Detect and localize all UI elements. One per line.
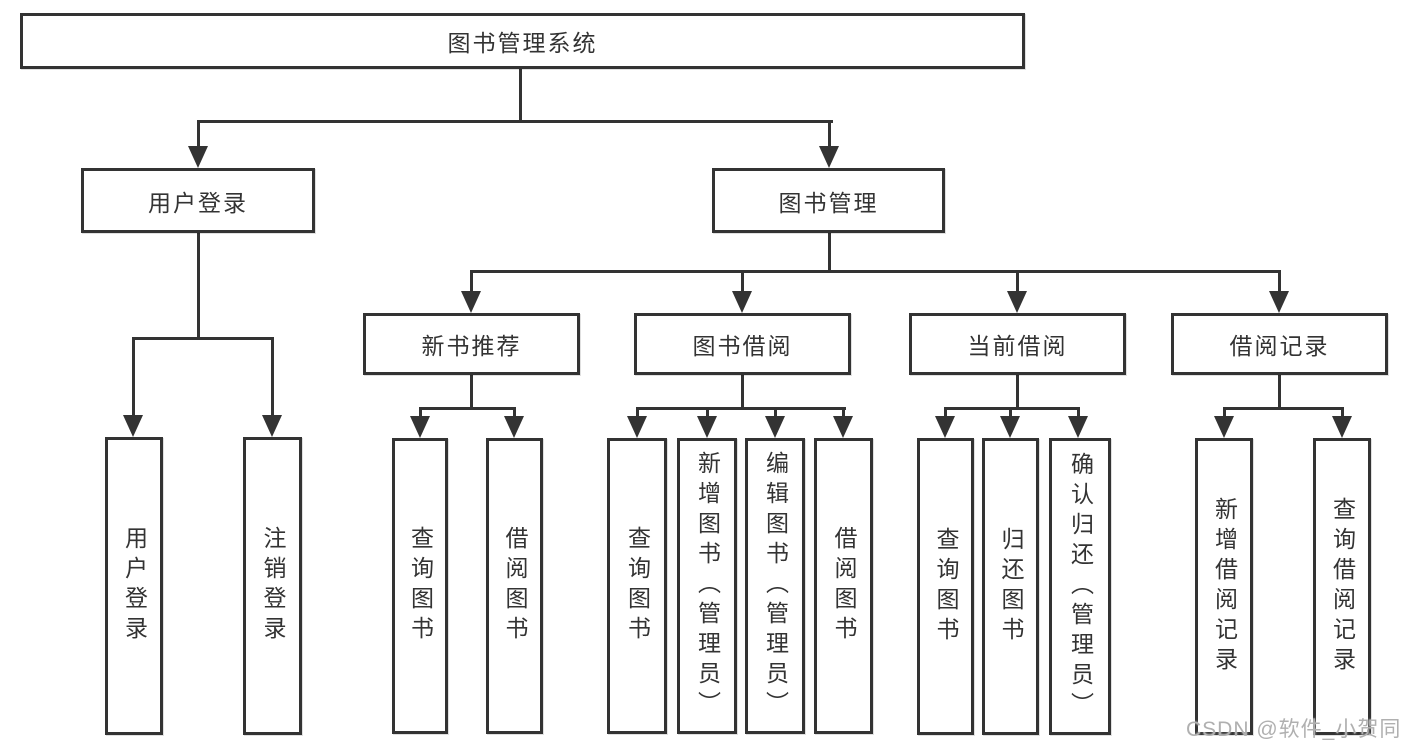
arrowhead-br-query: [1332, 416, 1352, 438]
arrowhead-cb-confirm: [1068, 416, 1088, 438]
connector-level2-rail: [197, 120, 833, 123]
arrowhead-current-borrow: [1007, 291, 1027, 313]
arrowhead-nb-borrow: [504, 416, 524, 438]
arrowhead-nb-query: [410, 416, 430, 438]
leaf-logout: 注销登录: [243, 437, 302, 735]
arrowhead-bb-query: [627, 416, 647, 438]
connector-drop-bb-query: [636, 407, 639, 418]
leaf-bb-edit-books-admin: 编辑图书（管理员）: [745, 438, 805, 734]
arrowhead-book-borrow: [732, 291, 752, 313]
leaf-cb-return-books: 归还图书: [982, 438, 1039, 735]
node-user-login: 用户登录: [81, 168, 315, 233]
connector-drop-cb-return: [1009, 407, 1012, 418]
node-new-book-recommend: 新书推荐: [363, 313, 580, 375]
connector-user-login-stem: [197, 232, 200, 338]
leaf-br-add-record-label: 新增借阅记录: [1211, 496, 1238, 677]
node-new-book-recommend-label: 新书推荐: [421, 333, 522, 359]
leaf-bb-borrow-books-label: 借阅图书: [831, 526, 857, 646]
arrowhead-login-leaf: [123, 415, 143, 437]
leaf-cb-confirm-return-admin-label: 确认归还（管理员）: [1067, 451, 1094, 722]
connector-drop-nb-query: [419, 407, 422, 418]
csdn-watermark: CSDN @软件_小贺同学: [1186, 718, 1402, 741]
leaf-cb-return-books-label: 归还图书: [998, 526, 1024, 647]
connector-drop-br-query: [1341, 407, 1344, 418]
leaf-user-login: 用户登录: [105, 437, 163, 735]
node-borrow-records: 借阅记录: [1171, 313, 1388, 375]
connector-current-borrow-stem: [1016, 374, 1019, 408]
node-borrow-records-label: 借阅记录: [1229, 333, 1330, 359]
arrowhead-borrow-records: [1269, 291, 1289, 313]
connector-book-mgmt-stem: [828, 232, 831, 272]
arrowhead-cb-query: [935, 416, 955, 438]
node-user-login-label: 用户登录: [148, 189, 248, 216]
arrowhead-br-add: [1214, 416, 1234, 438]
leaf-bb-add-books-admin: 新增图书（管理员）: [677, 438, 737, 734]
connector-drop-user-login: [197, 120, 200, 148]
connector-drop-logout-leaf: [271, 337, 274, 415]
leaf-br-add-record: 新增借阅记录: [1195, 438, 1253, 735]
leaf-nb-query-books-label: 查询图书: [407, 526, 434, 646]
leaf-logout-label: 注销登录: [260, 526, 286, 646]
node-book-borrow: 图书借阅: [634, 313, 851, 375]
connector-drop-br-add: [1223, 407, 1226, 418]
connector-drop-book-mgmt: [828, 120, 831, 148]
arrowhead-cb-return: [1000, 416, 1020, 438]
connector-level3-rail: [470, 270, 1281, 273]
arrowhead-user-login: [188, 146, 208, 168]
connector-book-borrow-stem: [741, 374, 744, 408]
connector-root-stem: [519, 68, 522, 123]
connector-drop-borrow-records: [1278, 270, 1281, 293]
leaf-cb-query-books: 查询图书: [917, 438, 974, 735]
leaf-nb-query-books: 查询图书: [392, 438, 448, 734]
leaf-cb-query-books-label: 查询图书: [933, 526, 959, 647]
connector-drop-cb-query: [944, 407, 947, 418]
connector-current-borrow-rail: [944, 407, 1080, 410]
connector-book-borrow-rail: [636, 407, 846, 410]
connector-drop-bb-add: [706, 407, 709, 418]
arrowhead-new-book: [461, 291, 481, 313]
node-book-mgmt-label: 图书管理: [778, 189, 879, 216]
leaf-bb-edit-books-admin-label: 编辑图书（管理员）: [762, 451, 789, 721]
leaf-bb-query-books: 查询图书: [607, 438, 667, 734]
node-book-mgmt: 图书管理: [712, 168, 945, 233]
leaf-nb-borrow-books-label: 借阅图书: [502, 526, 528, 646]
arrowhead-book-mgmt: [819, 146, 839, 168]
leaf-bb-add-books-admin-label: 新增图书（管理员）: [694, 451, 721, 721]
connector-drop-bb-edit: [774, 407, 777, 418]
leaf-bb-query-books-label: 查询图书: [624, 526, 651, 646]
connector-drop-current-borrow: [1016, 270, 1019, 293]
leaf-br-query-record: 查询借阅记录: [1313, 438, 1371, 735]
arrowhead-bb-add: [697, 416, 717, 438]
connector-borrow-records-stem: [1278, 374, 1281, 408]
connector-drop-login-leaf: [132, 337, 135, 415]
node-root-system: 图书管理系统: [20, 13, 1025, 69]
connector-drop-bb-borrow: [842, 407, 845, 418]
connector-new-book-rail: [419, 407, 516, 410]
arrowhead-bb-borrow: [833, 416, 853, 438]
connector-new-book-stem: [470, 374, 473, 408]
leaf-br-query-record-label: 查询借阅记录: [1329, 496, 1356, 677]
arrowhead-bb-edit: [765, 416, 785, 438]
node-current-borrow-label: 当前借阅: [967, 333, 1068, 359]
connector-drop-new-book: [470, 270, 473, 293]
arrowhead-logout-leaf: [262, 415, 282, 437]
connector-drop-nb-borrow: [513, 407, 516, 418]
connector-borrow-records-rail: [1223, 407, 1344, 410]
leaf-nb-borrow-books: 借阅图书: [486, 438, 543, 734]
node-book-borrow-label: 图书借阅: [692, 333, 793, 359]
node-current-borrow: 当前借阅: [909, 313, 1126, 375]
leaf-bb-borrow-books: 借阅图书: [814, 438, 873, 734]
connector-drop-cb-confirm: [1077, 407, 1080, 418]
connector-drop-book-borrow: [741, 270, 744, 293]
node-root-system-label: 图书管理系统: [447, 30, 598, 56]
leaf-user-login-label: 用户登录: [121, 526, 148, 646]
leaf-cb-confirm-return-admin: 确认归还（管理员）: [1049, 438, 1111, 735]
connector-user-login-rail: [132, 337, 274, 340]
